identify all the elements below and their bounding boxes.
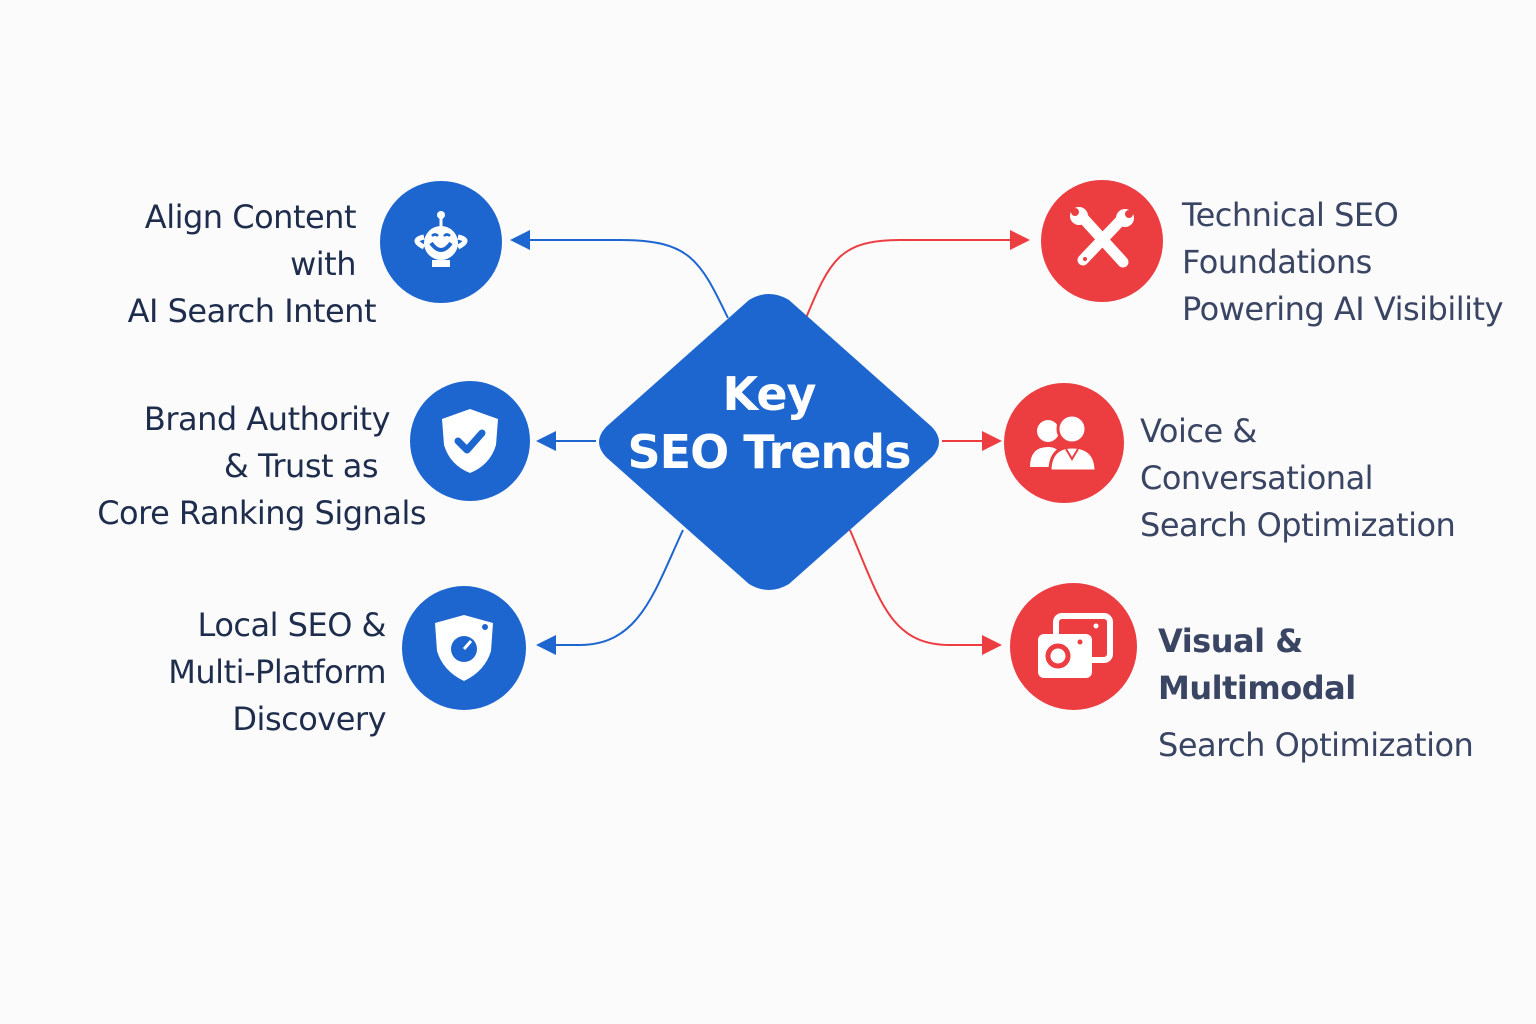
label-local-seo: Local SEO & Multi-Platform Discovery: [168, 606, 386, 738]
center-title: Key SEO Trends: [627, 367, 912, 479]
camera-image-icon: [1037, 612, 1113, 678]
robot-node: [380, 181, 502, 303]
label-brand-authority: Brand Authority & Trust as Core Ranking …: [97, 400, 426, 532]
robot-icon: [414, 211, 468, 267]
visual-node: [1010, 583, 1137, 710]
voice-node: [1004, 383, 1124, 503]
shield-gauge-icon: [435, 615, 493, 681]
users-icon: [1030, 413, 1098, 473]
technical-node: [1041, 180, 1163, 302]
wrench-screwdriver-icon: [1070, 207, 1134, 268]
shield-check-icon: [442, 409, 498, 473]
label-voice: Voice & Conversational Search Optimizati…: [1140, 412, 1456, 544]
shield-node: [410, 381, 530, 501]
local-node: [402, 586, 526, 710]
center-diamond: [599, 294, 939, 590]
label-align-content: Align Content with AI Search Intent: [127, 198, 377, 330]
label-technical-seo: Technical SEO Foundations Powering AI Vi…: [1182, 196, 1504, 328]
label-visual: Visual & Multimodal Search Optimization: [1158, 622, 1474, 764]
